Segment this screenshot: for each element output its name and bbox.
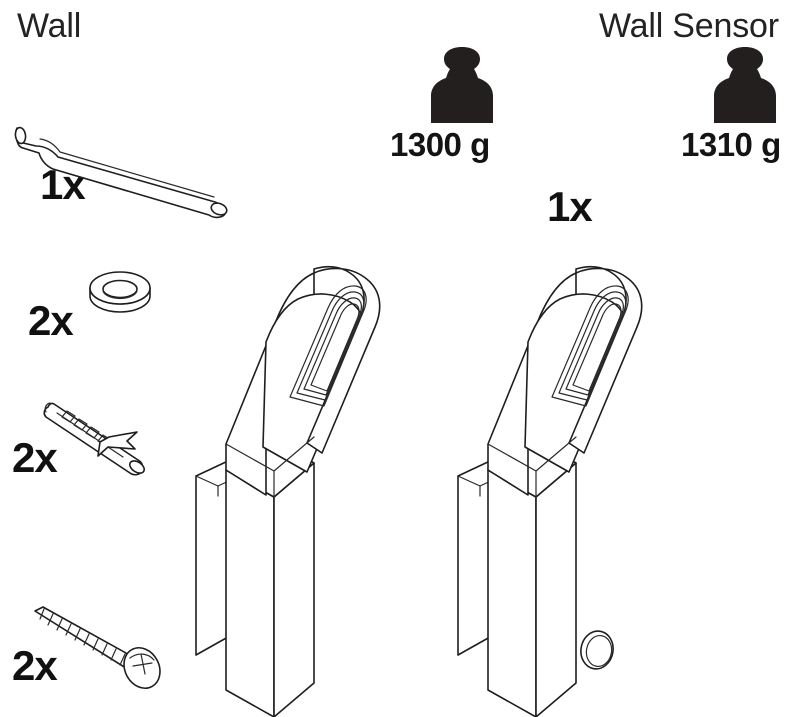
wall-plug-icon xyxy=(43,402,145,476)
header-wall: Wall xyxy=(17,7,82,45)
weight-label-wall: 1300 g xyxy=(390,126,490,163)
motion-sensor-icon xyxy=(580,630,614,670)
quantity-screw: 2x xyxy=(12,642,58,689)
wall-sensor-lamp-icon xyxy=(457,265,643,717)
weight-label-wall-sensor: 1310 g xyxy=(681,126,781,163)
washer-icon xyxy=(89,271,151,313)
quantity-wall-sensor-lamp: 1x xyxy=(547,183,593,230)
quantity-washer: 2x xyxy=(28,297,74,344)
header-wall-sensor: Wall Sensor xyxy=(599,7,779,45)
weight-icon xyxy=(431,47,493,123)
wall-lamp-icon xyxy=(195,265,381,717)
quantity-allen-key: 1x xyxy=(40,161,86,208)
weight-icon xyxy=(714,47,776,123)
quantity-wall-plug: 2x xyxy=(12,434,58,481)
